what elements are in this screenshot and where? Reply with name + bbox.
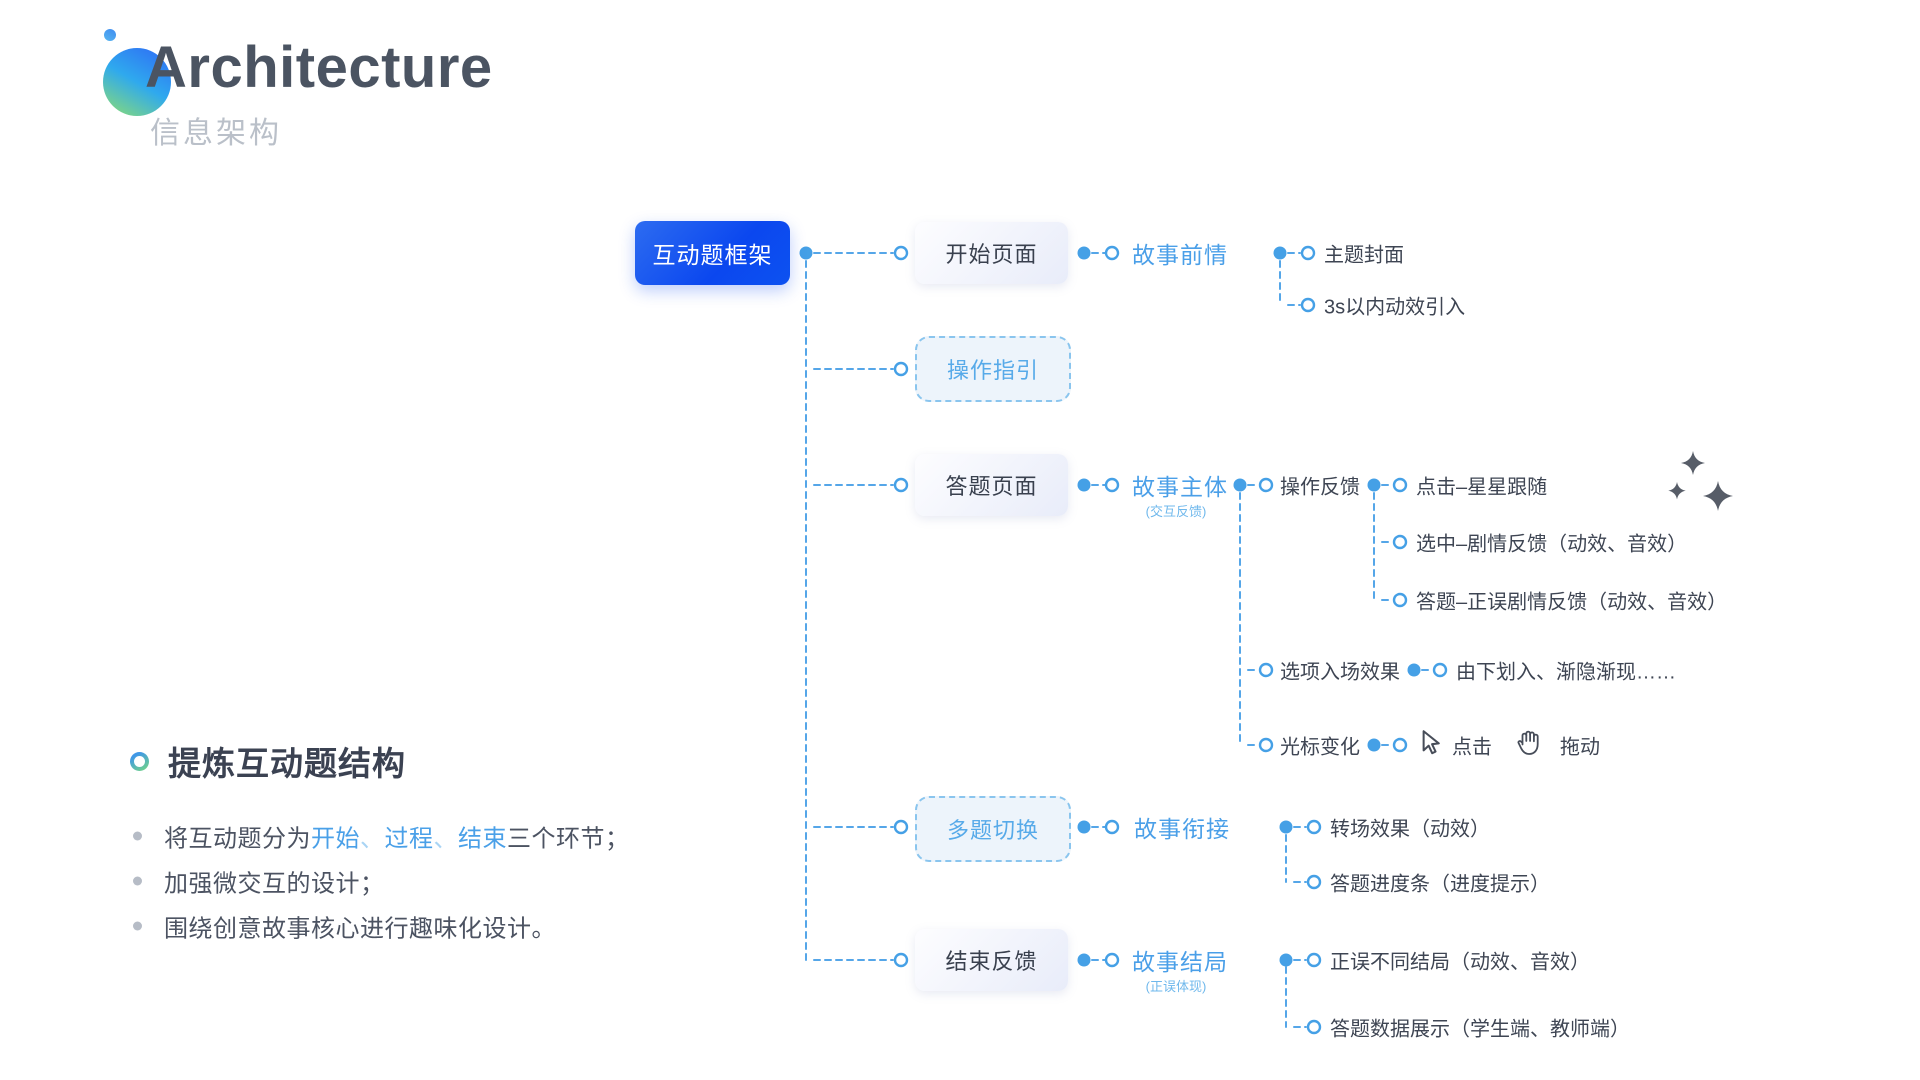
leaf-different-endings: 正误不同结局（动效、音效） <box>1330 951 1590 974</box>
bullet-dot <box>133 831 142 841</box>
leaf-progress-bar: 答题进度条（进度提示） <box>1330 873 1550 896</box>
label-story-prologue: 故事前情 <box>1132 242 1228 268</box>
leaf-theme-cover: 主题封面 <box>1324 244 1404 267</box>
note1-separator: 、 <box>360 825 385 853</box>
note1-suffix: 三个环节； <box>507 825 630 853</box>
node-root-framework: 互动题框架 <box>635 221 790 285</box>
leaf-answer-plot-feedback: 答题–正误剧情反馈（动效、音效） <box>1416 591 1728 614</box>
leaf-intro-animation: 3s以内动效引入 <box>1324 296 1466 319</box>
leaf-click-star-follow: 点击–星星跟随 <box>1416 476 1548 499</box>
note-item-2: 加强微交互的设计； <box>164 870 385 898</box>
note1-prefix: 将互动题分为 <box>164 825 311 853</box>
note-item-3: 围绕创意故事核心进行趣味化设计。 <box>164 915 556 943</box>
logo-gradient-circle <box>103 48 171 116</box>
drag-hand-icon <box>1514 726 1546 763</box>
note-item-1: 将互动题分为开始、过程、结束三个环节； <box>164 819 630 854</box>
leaf-answer-data-display: 答题数据展示（学生端、教师端） <box>1330 1018 1630 1041</box>
node-answer-page: 答题页面 <box>915 454 1068 516</box>
leaf-transition-effect: 转场效果（动效） <box>1330 818 1490 841</box>
cursor-arrow-icon <box>1418 729 1445 761</box>
page-title: Architecture <box>145 35 493 100</box>
label-story-body: 故事主体 <box>1132 474 1228 500</box>
node-operation-guide: 操作指引 <box>915 336 1071 402</box>
logo-small-dot <box>104 29 116 41</box>
node-start-page: 开始页面 <box>915 222 1068 284</box>
notes-heading: 提炼互动题结构 <box>168 745 406 782</box>
page-subtitle: 信息架构 <box>150 117 282 150</box>
group-cursor-change: 光标变化 <box>1280 736 1360 759</box>
label-story-ending-sub: (正误体现) <box>1145 979 1207 994</box>
leaf-cursor-drag: 拖动 <box>1560 736 1600 759</box>
leaf-entrance-effects: 由下划入、渐隐渐现…… <box>1456 661 1676 684</box>
bullet-dot <box>133 876 142 886</box>
leaf-cursor-click: 点击 <box>1452 736 1492 759</box>
note1-separator: 、 <box>433 825 458 853</box>
label-story-body-sub: (交互反馈) <box>1145 504 1207 519</box>
bullet-dot <box>133 921 142 931</box>
heading-ring-bullet <box>130 752 149 771</box>
group-option-entrance: 选项入场效果 <box>1280 661 1400 684</box>
leaf-select-plot-feedback: 选中–剧情反馈（动效、音效） <box>1416 533 1688 556</box>
note1-highlight-end: 结束 <box>458 825 507 853</box>
note1-highlight-process: 过程 <box>384 825 434 853</box>
label-story-transition: 故事衔接 <box>1134 816 1230 842</box>
note1-highlight-start: 开始 <box>311 825 360 853</box>
group-operation-feedback: 操作反馈 <box>1280 476 1360 499</box>
label-story-ending: 故事结局 <box>1132 949 1228 975</box>
node-multi-question-switch: 多题切换 <box>915 796 1071 862</box>
sparkle-stars-icon <box>1668 451 1744 521</box>
node-end-feedback: 结束反馈 <box>915 929 1068 991</box>
